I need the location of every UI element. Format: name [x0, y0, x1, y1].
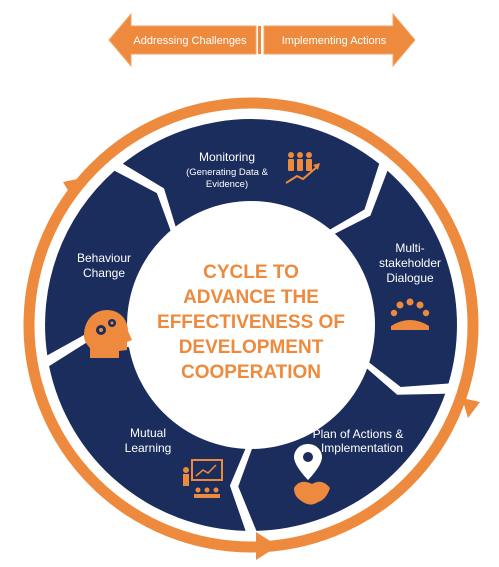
cycle-arrowhead: [63, 178, 82, 197]
center-title-line: CYCLE TO: [203, 262, 299, 283]
dialogue-label: stakeholder: [379, 256, 441, 270]
behaviour-label: Change: [83, 266, 125, 280]
segment-plan: Plan of Actions & Implementation: [313, 427, 404, 455]
monitoring-subtitle: Evidence): [206, 179, 248, 190]
plan-label: Implementation: [321, 441, 403, 455]
segment-learning: Mutual Learning: [125, 426, 172, 455]
center-title-line: COOPERATION: [181, 362, 321, 383]
people-growth-icon: [285, 152, 320, 184]
center-title-line: DEVELOPMENT: [179, 337, 324, 358]
top-arrows: Addressing Challenges Implementing Actio…: [108, 12, 416, 68]
presentation-icon: [183, 459, 223, 498]
center-circle: [127, 201, 375, 449]
monitoring-label: Monitoring: [199, 150, 255, 164]
segment-monitoring: Monitoring (Generating Data & Evidence): [186, 150, 269, 190]
arrow-divider: [258, 26, 261, 54]
plan-label: Plan of Actions &: [313, 427, 404, 441]
map-pin-icon: [294, 444, 330, 505]
addressing-challenges-arrow: [108, 12, 257, 68]
learning-label: Mutual: [130, 426, 166, 440]
learning-label: Learning: [125, 441, 172, 455]
center-title-line: ADVANCE THE: [183, 287, 319, 308]
segment-behaviour: Behaviour Change: [77, 251, 131, 280]
meeting-icon: [390, 298, 430, 330]
center-title: CYCLE TO ADVANCE THE EFFECTIVENESS OF DE…: [157, 262, 345, 383]
addressing-challenges-label: Addressing Challenges: [133, 35, 247, 47]
segment-shape-plan: [238, 364, 446, 531]
segments: [45, 119, 457, 531]
center-title-line: EFFECTIVENESS OF: [157, 312, 345, 333]
head-gears-icon: [84, 310, 132, 358]
segment-shape-dialogue: [329, 170, 457, 387]
dialogue-label: Multi-: [395, 241, 424, 255]
dialogue-label: Dialogue: [386, 271, 434, 285]
segment-dialogue: Multi- stakeholder Dialogue: [379, 241, 441, 285]
behaviour-label: Behaviour: [77, 251, 131, 265]
implementing-actions-label: Implementing Actions: [282, 35, 387, 47]
segment-shape-monitoring: [122, 119, 380, 233]
cycle-arrowhead: [256, 532, 278, 560]
implementing-actions-arrow: [263, 12, 416, 68]
segment-shape-behaviour: [45, 170, 173, 356]
monitoring-subtitle: (Generating Data &: [186, 167, 269, 178]
segment-shape-learning: [49, 340, 248, 531]
cycle-arrowhead: [462, 398, 480, 418]
cycle-ring: [23, 97, 480, 560]
